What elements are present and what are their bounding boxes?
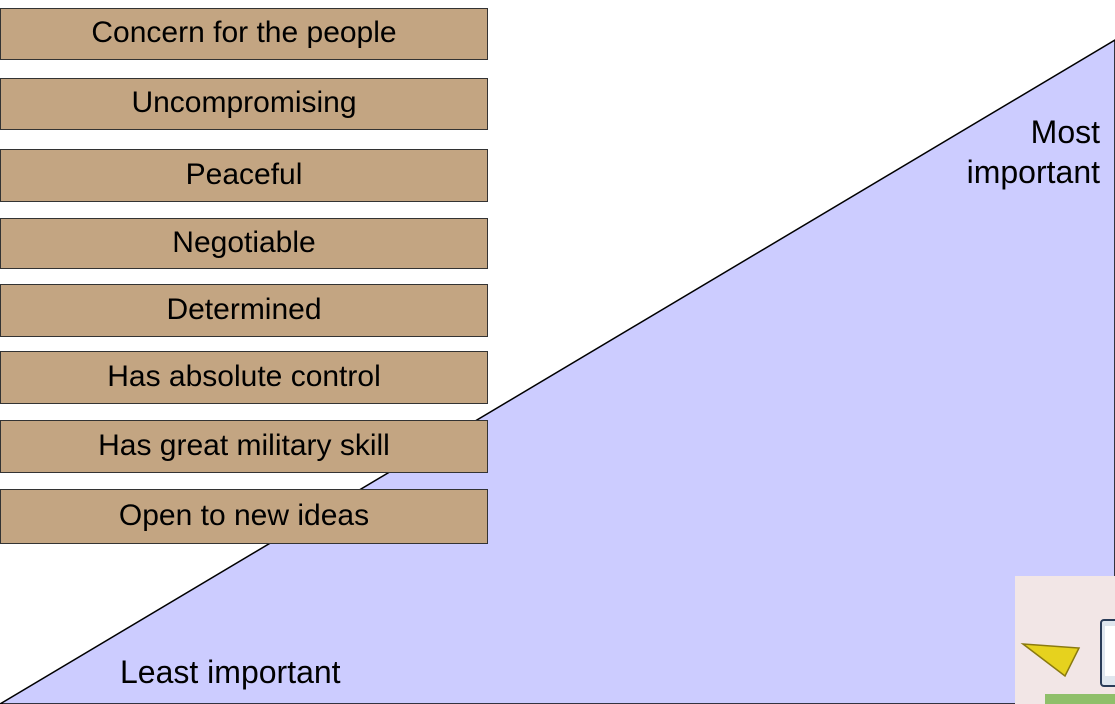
card-open-to-new-ideas[interactable]: Open to new ideas	[0, 489, 488, 544]
card-label: Concern for the people	[91, 16, 397, 49]
card-negotiable[interactable]: Negotiable	[0, 218, 488, 269]
most-important-label: Most important	[900, 112, 1100, 192]
most-important-label-line1: Most	[1030, 114, 1100, 150]
card-label: Open to new ideas	[118, 499, 370, 532]
card-label: Peaceful	[185, 158, 303, 191]
card-peaceful[interactable]: Peaceful	[0, 149, 488, 202]
navigation-icon[interactable]	[1015, 576, 1115, 704]
card-label: Negotiable	[172, 226, 316, 259]
card-has-great-military-skill[interactable]: Has great military skill	[0, 420, 488, 473]
monitor-screen-icon	[1105, 626, 1115, 676]
card-determined[interactable]: Determined	[0, 284, 488, 337]
card-concern-for-the-people[interactable]: Concern for the people	[0, 8, 488, 60]
base-icon	[1045, 694, 1115, 704]
card-has-absolute-control[interactable]: Has absolute control	[0, 351, 488, 404]
card-label: Has absolute control	[107, 360, 381, 393]
card-uncompromising[interactable]: Uncompromising	[0, 78, 488, 130]
pointer-arrow-icon	[1020, 643, 1081, 678]
least-important-label: Least important	[120, 654, 341, 690]
card-label: Uncompromising	[131, 86, 357, 119]
navigation-icon-background	[1015, 576, 1115, 704]
card-label: Has great military skill	[98, 429, 390, 462]
card-label: Determined	[166, 293, 322, 326]
most-important-label-line2: important	[966, 154, 1100, 190]
